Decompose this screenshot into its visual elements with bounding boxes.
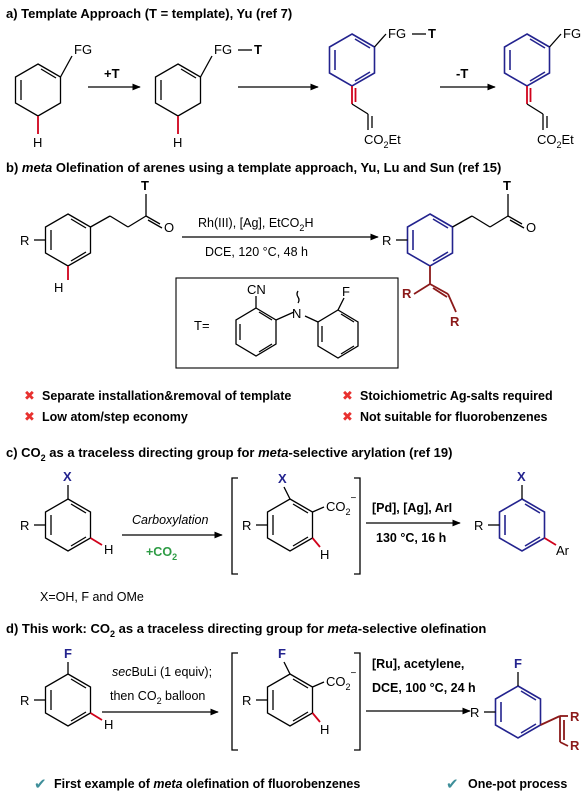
a-ester-1: CO2Et	[364, 132, 401, 150]
section-d-title: d) This work: CO2 as a traceless directi…	[6, 621, 486, 639]
d-r-label: R	[20, 693, 29, 708]
c-r-label-2: R	[242, 518, 251, 533]
d-reagent-line-1: secBuLi (1 equiv);	[112, 665, 212, 679]
a-add-t: +T	[104, 66, 120, 81]
b-product-r2: R	[450, 314, 460, 329]
a-h-label: H	[33, 135, 42, 150]
c-carboxylation: Carboxylation	[132, 513, 208, 527]
d-product: F R R R	[470, 656, 580, 753]
a-fg-t-label-2: FG	[388, 26, 406, 41]
c-bracket-right	[354, 477, 361, 575]
section-c-title: c) CO2 as a traceless directing group fo…	[6, 445, 452, 463]
c-product: X R Ar	[474, 469, 570, 558]
section-b-title: b) meta Olefination of arenes using a te…	[6, 160, 501, 175]
c-x-options: X=OH, F and OMe	[40, 590, 144, 604]
a-final-product: FG CO2Et	[503, 26, 581, 150]
c-x-label-2: X	[278, 471, 287, 486]
drawback-4: Not suitable for fluorobenzenes	[360, 410, 548, 424]
cross-icon: ✖	[24, 410, 35, 425]
a-fg-label: FG	[74, 42, 92, 57]
c-intermediate: X CO2− R H	[242, 471, 357, 562]
b-o-label-2: O	[526, 220, 536, 235]
b-product-r1: R	[402, 286, 412, 301]
b-cn-label: CN	[247, 282, 266, 297]
drawback-2: Stoichiometric Ag-salts required	[360, 389, 553, 403]
c-ar-label: Ar	[556, 543, 570, 558]
c-conditions-bottom: 130 °C, 16 h	[376, 531, 446, 545]
c-bracket-left	[231, 477, 238, 575]
section-a-title: a) Template Approach (T = template), Yu …	[6, 6, 292, 21]
c-r-label-3: R	[474, 518, 483, 533]
d-f-label-2: F	[278, 646, 286, 661]
d-conditions-1: [Ru], acetylene,	[372, 657, 464, 671]
a-fg-label-final: FG	[563, 26, 581, 41]
a-ester-2: CO2Et	[537, 132, 574, 150]
a-h-label-2: H	[173, 135, 182, 150]
check-icon: ✔	[446, 775, 459, 791]
a-templated-arene: FG T H	[154, 42, 262, 150]
cross-icon: ✖	[24, 389, 35, 404]
c-r-label: R	[20, 518, 29, 533]
c-h-label-2: H	[320, 547, 329, 562]
b-t-label-2: T	[503, 178, 511, 193]
c-x-label-3: X	[517, 469, 526, 484]
b-n-label: N	[292, 306, 301, 321]
d-bracket-right	[354, 652, 361, 751]
d-substrate: F R H	[20, 646, 113, 732]
d-reagent-line-2: then CO2 balloon	[110, 689, 205, 706]
d-product-r1: R	[570, 709, 580, 724]
d-h-label: H	[104, 717, 113, 732]
b-r-label: R	[20, 233, 29, 248]
d-r-label-3: R	[470, 705, 479, 720]
d-h-label-2: H	[320, 722, 329, 737]
b-conditions-top: Rh(III), [Ag], EtCO2H	[198, 216, 313, 233]
c-conditions-top: [Pd], [Ag], ArI	[372, 501, 452, 515]
d-conditions-2: DCE, 100 °C, 24 h	[372, 681, 476, 695]
b-substrate: R H T O	[20, 178, 174, 295]
d-advantage-2: One-pot process	[468, 777, 567, 791]
b-conditions-bottom: DCE, 120 °C, 48 h	[205, 245, 308, 259]
c-x-label: X	[63, 469, 72, 484]
b-f-label: F	[342, 284, 350, 299]
a-t-label-2: T	[428, 26, 436, 41]
b-o-label-1: O	[164, 220, 174, 235]
d-r-label-2: R	[242, 693, 251, 708]
b-t-label-1: T	[141, 178, 149, 193]
d-co2-label: CO2−	[326, 668, 357, 692]
b-template-structure: CN N F	[235, 282, 359, 359]
d-advantage-1: First example of meta olefination of flu…	[54, 777, 360, 791]
drawback-1: Separate installation&removal of templat…	[42, 389, 291, 403]
b-template-label: T=	[194, 318, 210, 333]
a-fg-t-label: FG	[214, 42, 232, 57]
b-h-label: H	[54, 280, 63, 295]
a-olefinated-templated: FG T CO2Et	[328, 26, 436, 150]
d-f-label-3: F	[514, 656, 522, 671]
b-product-r: R	[382, 233, 391, 248]
c-h-label: H	[104, 542, 113, 557]
b-drawbacks: ✖ Separate installation&removal of templ…	[24, 389, 553, 425]
a-remove-t: -T	[456, 66, 468, 81]
d-f-label: F	[64, 646, 72, 661]
check-icon: ✔	[34, 775, 47, 791]
a-start-arene: FG H	[14, 42, 92, 150]
d-product-r2: R	[570, 738, 580, 753]
c-substrate: X R H	[20, 469, 113, 557]
d-bracket-left	[231, 652, 238, 751]
a-t-label-1: T	[254, 42, 262, 57]
c-add-co2: +CO2	[146, 545, 177, 562]
drawback-3: Low atom/step economy	[42, 410, 188, 424]
d-intermediate: F CO2− R H	[242, 646, 357, 737]
cross-icon: ✖	[342, 389, 353, 404]
c-co2-label: CO2−	[326, 493, 357, 517]
cross-icon: ✖	[342, 410, 353, 425]
b-template-box	[175, 277, 399, 369]
b-product: R T O R R	[382, 178, 536, 329]
